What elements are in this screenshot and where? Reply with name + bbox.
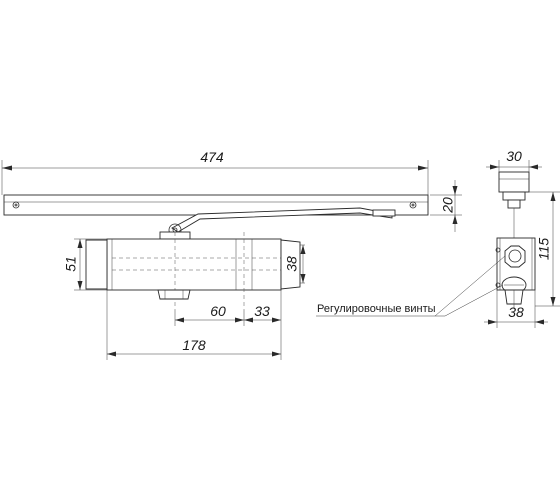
side-height-label: 115 [536, 238, 552, 261]
dimension-side-depth: 38 [484, 290, 548, 328]
dimension-arm-length: 474 [1, 149, 429, 195]
body-height-label: 51 [63, 256, 79, 272]
dimension-body-height: 51 [63, 238, 107, 291]
dimension-offsets: 60 33 [174, 290, 282, 326]
dimension-bracket-height: 38 [284, 244, 306, 284]
dimension-arm-height: 20 [430, 180, 462, 232]
dimension-side-height: 115 [529, 191, 560, 307]
bracket-height-label: 38 [284, 256, 300, 272]
body-length-label: 178 [182, 337, 206, 353]
adjust-screws-label: Регулировочные винты [317, 303, 436, 315]
dimension-side-width: 30 [486, 148, 542, 172]
arm-height-label: 20 [440, 197, 456, 214]
dimension-body-length: 178 [106, 290, 282, 360]
side-depth-label: 38 [508, 304, 524, 320]
adjust-screws-callout: Регулировочные винты [316, 255, 506, 317]
offset-60-label: 60 [210, 303, 226, 319]
side-width-label: 30 [506, 148, 522, 164]
side-view [495, 171, 536, 308]
offset-33-label: 33 [254, 303, 270, 319]
closer-body [85, 232, 301, 310]
arm-length-label: 474 [200, 149, 224, 165]
